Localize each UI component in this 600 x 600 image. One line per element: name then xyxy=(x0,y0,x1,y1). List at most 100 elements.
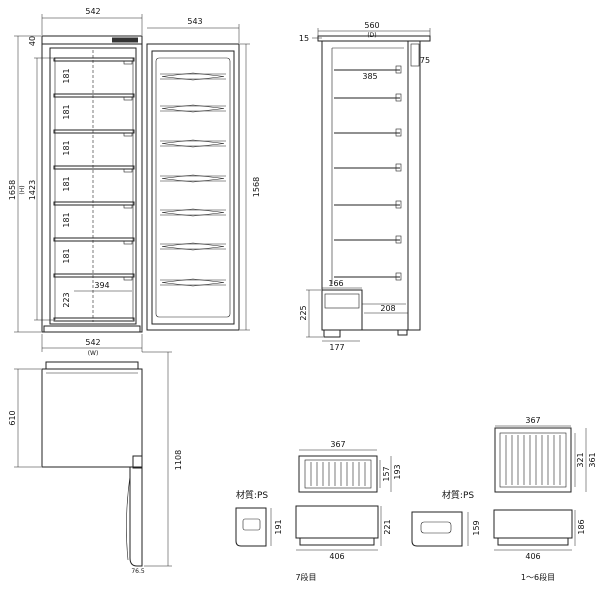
drawer-side-view xyxy=(493,509,573,539)
shelf-pitch-label: 181 xyxy=(62,212,71,227)
side-view: 560 (D) 15 75 385 166 208 225 177 xyxy=(299,21,431,352)
rear-foot xyxy=(323,329,341,338)
material-label: 材質:PS xyxy=(236,489,268,501)
inner-depth-label: 157 xyxy=(382,466,391,481)
drawer-front xyxy=(53,93,135,98)
door-shelf xyxy=(160,278,226,287)
drawer-title: 7段目 xyxy=(295,572,316,582)
width-bottom-suffix: (W) xyxy=(88,350,99,357)
width-label: 367 xyxy=(525,416,540,425)
compressor-top-label: 166 xyxy=(328,279,343,288)
width-top-label: 542 xyxy=(85,7,100,16)
drawer-handle xyxy=(123,240,133,245)
drawer-handle xyxy=(123,168,133,173)
outer-depth-label: 193 xyxy=(393,464,402,479)
plan-view: 610 1108 76.5 xyxy=(8,351,183,575)
door-shelf xyxy=(160,139,226,148)
drawer-handle xyxy=(123,60,133,65)
kickplate xyxy=(43,325,141,333)
drawer-top-view xyxy=(494,427,572,493)
drawer-side-view xyxy=(295,505,379,539)
drawer-front xyxy=(53,237,135,242)
drawer-fronts xyxy=(53,57,135,322)
door-thickness-label: 76.5 xyxy=(131,568,145,575)
drawer-bottom: 材質:PS 191 367 157 193 221 406 7段目 xyxy=(235,440,402,582)
drawer-base xyxy=(497,537,569,546)
shelf-hook xyxy=(395,272,402,281)
depth-label: 560 xyxy=(364,21,379,30)
door-width-label: 543 xyxy=(187,17,202,26)
drawer-grip xyxy=(242,518,261,531)
drawer-front xyxy=(53,57,135,62)
top-height-label: 40 xyxy=(28,36,37,46)
front-foot xyxy=(397,329,408,336)
door-shelf xyxy=(160,208,226,217)
drawer-upper: 材質:PS 159 367 321 361 186 406 1～6段目 xyxy=(411,416,597,582)
outer-depth-label: 361 xyxy=(588,452,597,467)
inner-width-label: 394 xyxy=(94,281,109,290)
door-handle xyxy=(410,43,420,67)
drawer-top-view xyxy=(298,455,378,493)
length-label: 406 xyxy=(329,552,344,561)
door-shelf xyxy=(160,104,226,113)
length-label: 406 xyxy=(525,552,540,561)
shelf-pitch-label: 181 xyxy=(62,140,71,155)
shelf-depth-label: 385 xyxy=(362,72,377,81)
shelf-pitch-label: 181 xyxy=(62,248,71,263)
width-label: 367 xyxy=(330,440,345,449)
shelf-pitch-label: 181 xyxy=(62,104,71,119)
compressor-step xyxy=(322,289,363,330)
drawer-base xyxy=(299,537,375,546)
front-view: 181 181 181 181 181 181 223 394 542 543 … xyxy=(8,7,240,357)
door-liner xyxy=(155,57,231,318)
base-height-label: 225 xyxy=(299,305,308,320)
shelf-hook xyxy=(395,163,402,172)
shelf-hook xyxy=(395,93,402,102)
drawer-front xyxy=(53,201,135,206)
width-bottom-label: 542 xyxy=(85,338,100,347)
depth-suffix: (D) xyxy=(367,32,376,39)
open-door-plan xyxy=(129,467,143,567)
drawer-slats xyxy=(310,462,366,486)
drawer-title: 1～6段目 xyxy=(521,572,555,582)
plan-depth-label: 610 xyxy=(8,410,17,425)
door-shelf xyxy=(160,72,226,81)
door-outer xyxy=(146,43,240,331)
door-shelf xyxy=(160,174,226,183)
compressor-depth-label: 208 xyxy=(380,304,395,313)
shelf-hook xyxy=(395,128,402,137)
door-height-label: 1568 xyxy=(252,177,261,197)
door-offset-label: 75 xyxy=(420,56,430,65)
drawer-top-inner xyxy=(304,459,372,489)
inner-depth-label: 321 xyxy=(576,452,585,467)
drawer-front-side xyxy=(411,511,463,547)
drawer-front-side xyxy=(235,507,267,547)
front-height-label: 159 xyxy=(472,520,481,535)
cabinet-plan xyxy=(41,368,143,468)
base-width-label: 177 xyxy=(329,343,344,352)
shelf-hook xyxy=(395,200,402,209)
door-profile xyxy=(407,40,421,331)
front-height-label: 191 xyxy=(274,519,283,534)
drawer-slats xyxy=(505,435,561,485)
bottom-pitch-label: 223 xyxy=(62,292,71,307)
drawer-front xyxy=(53,165,135,170)
drawer-handle xyxy=(123,204,133,209)
door-gasket xyxy=(151,50,235,325)
drawer-handle xyxy=(123,132,133,137)
side-height-label: 186 xyxy=(577,519,586,534)
total-height-label: 1658 xyxy=(8,180,17,200)
shelf-pitch-label: 181 xyxy=(62,176,71,191)
drawer-handle xyxy=(123,276,133,281)
drawer-bottom-edge xyxy=(53,317,135,322)
door-handle-plan xyxy=(126,475,131,561)
drawer-grip xyxy=(420,521,452,534)
drawer-handle xyxy=(123,96,133,101)
open-depth-label: 1108 xyxy=(174,450,183,470)
shelf-pitch-label: 181 xyxy=(62,68,71,83)
cabinet-inner-frame xyxy=(49,47,137,325)
open-door: 1568 xyxy=(146,43,261,331)
shelf-hook xyxy=(395,235,402,244)
top-offset-label: 15 xyxy=(299,34,309,43)
